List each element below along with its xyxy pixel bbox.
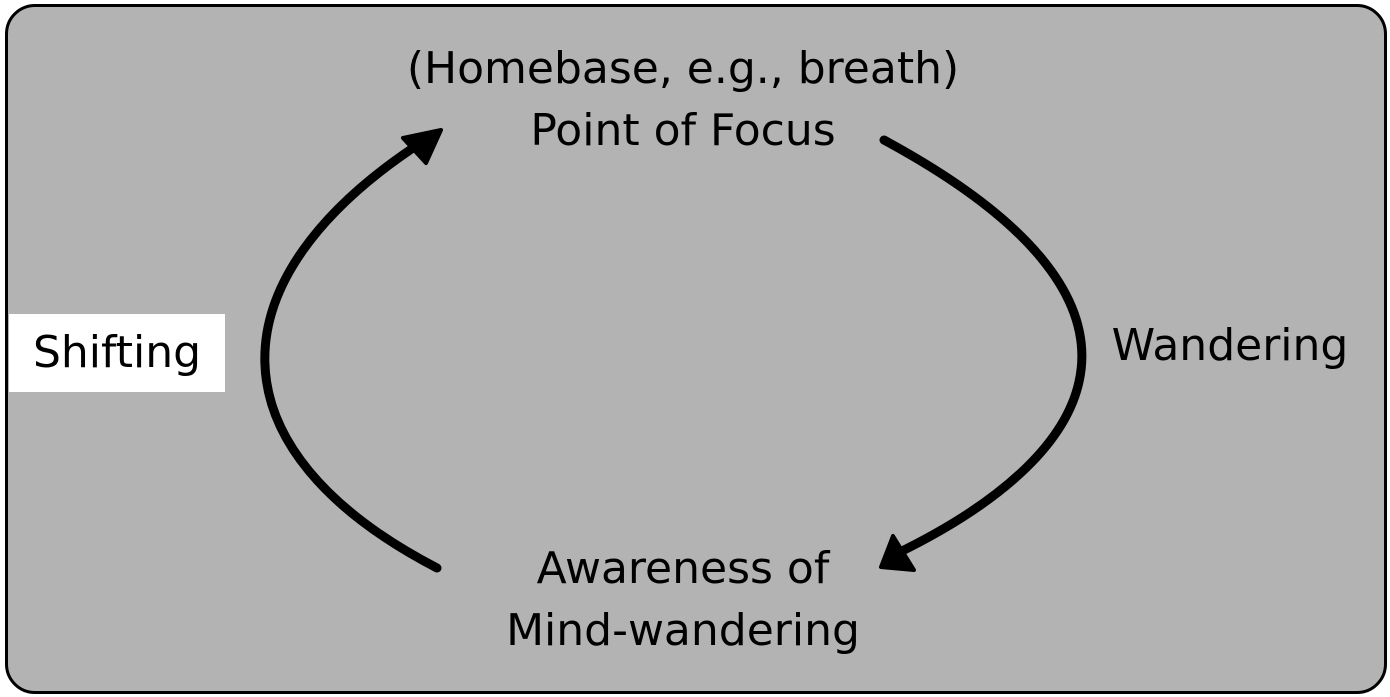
node-top-line2: Point of Focus (530, 105, 836, 156)
edge-label-wandering: Wandering (1090, 307, 1370, 385)
wandering-arrowhead (879, 534, 916, 572)
shifting-arrow (260, 137, 442, 573)
node-point-of-focus: (Homebase, e.g., breath) Point of Focus (333, 38, 1033, 162)
wandering-arrow (879, 135, 1087, 559)
shifting-arrowhead (401, 128, 443, 165)
node-awareness-of-mind-wandering: Awareness of Mind-wandering (333, 538, 1033, 662)
edge-label-shifting: Shifting (9, 314, 225, 392)
node-bottom-line1: Awareness of (536, 543, 830, 594)
node-top-line1: (Homebase, e.g., breath) (406, 43, 960, 94)
node-bottom-line2: Mind-wandering (506, 605, 860, 656)
